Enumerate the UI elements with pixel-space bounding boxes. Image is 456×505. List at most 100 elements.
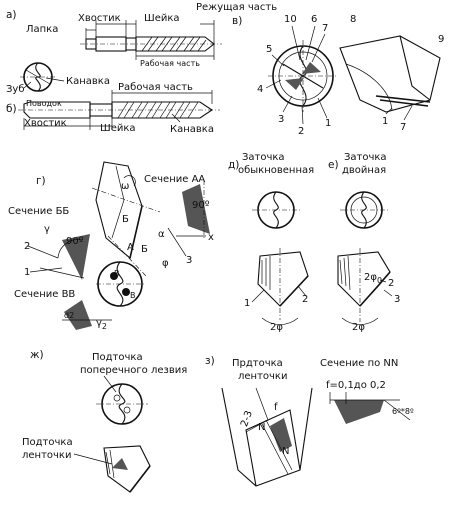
phi-symbol: φ: [162, 258, 169, 269]
gamma2-letter: γ: [96, 318, 102, 329]
lead-label: Поводок: [26, 99, 62, 108]
e-two-phi0: 2φ0: [364, 272, 382, 285]
g-label-2: 2: [24, 241, 30, 252]
land-width-label: f=0,1до 0,2: [326, 380, 386, 391]
v-label-9: 9: [438, 34, 444, 45]
web-thinning-line2: поперечного лезвия: [80, 365, 187, 376]
angle-90-bb: 90º: [66, 236, 84, 247]
panel-e: е) Заточка двойная 2φ0 2 3 2φ: [328, 152, 400, 333]
flute-label: Канавка: [66, 76, 110, 87]
drill-zh-side-view: [103, 445, 151, 493]
gamma2-sub: 2: [102, 322, 107, 331]
v-label-7-top: 7: [322, 23, 328, 34]
clearance-angle-label: 6º*8º: [392, 407, 414, 416]
sharpening-double-line1: Заточка: [344, 152, 387, 163]
drill-e-side-view: [337, 248, 391, 325]
panel-g-tag: г): [36, 175, 46, 187]
d-two-phi: 2φ: [270, 322, 283, 333]
land-dimension: 2-3: [239, 409, 255, 428]
letter-v-bottom: В: [130, 291, 136, 300]
e-two-phi: 2φ: [352, 322, 365, 333]
panel-z: з) Прдточка ленточки Сечение по NN f=0,1…: [205, 355, 414, 487]
cutting-part-text: Режущая часть: [196, 2, 277, 13]
v-label-7-right: 7: [400, 122, 406, 133]
letter-a: А: [127, 242, 134, 253]
n-top-symbol: N: [258, 422, 265, 433]
panel-a: а) Лапка Хвостик Шейка Режущая часть: [6, 2, 277, 108]
sharpening-ordinary-line2: обыкновенная: [238, 165, 314, 176]
panel-d: д) Заточка обыкновенная 1 2 2φ: [228, 152, 314, 333]
drill-d-end-view: [252, 191, 300, 229]
gamma2-symbol: γ2: [96, 318, 107, 331]
panel-b-tag: б): [6, 103, 17, 115]
letter-b-right: Б: [141, 244, 148, 255]
letter-b-left: Б: [122, 214, 129, 225]
drill-d-side-view: [257, 248, 309, 325]
e-label-2: 2: [388, 278, 394, 289]
x-symbol: х: [208, 232, 214, 243]
drill-a-drawing: [80, 20, 222, 60]
section-vv-shape: [62, 300, 112, 330]
drill-b-drawing: [18, 90, 220, 130]
v-label-4: 4: [257, 84, 263, 95]
panel-b: б) Рабочая часть Хвостик Шейка Канавка: [6, 82, 220, 135]
sharpening-ordinary-line1: Заточка: [242, 152, 285, 163]
flute-b-label: Канавка: [170, 124, 214, 135]
shank-label: Хвостик: [78, 13, 121, 24]
v-label-2: 2: [298, 126, 304, 137]
v-label-1-left: 1: [325, 118, 331, 129]
v-label-6: 6: [311, 14, 317, 25]
working-part-label: Рабочая часть: [140, 59, 200, 68]
n-bottom-symbol: N: [282, 446, 289, 457]
section-nn-shape: [329, 392, 411, 424]
omega-symbol: ω: [121, 181, 129, 192]
panel-g: г) Сечение АА: [8, 161, 214, 331]
e-label-3: 3: [394, 294, 400, 305]
panel-z-tag: з): [205, 355, 215, 367]
panel-v-tag: в): [232, 15, 242, 27]
letter-v-top: В: [114, 269, 120, 278]
angle-90-aa: 90º: [192, 200, 210, 211]
working-part-b-label: Рабочая часть: [118, 82, 193, 93]
land-thinning-line1: Подточка: [22, 437, 73, 448]
gamma-symbol: γ: [44, 224, 50, 235]
web-thinning-line1: Подточка: [92, 352, 143, 363]
drill-v-side-view: [339, 35, 441, 113]
f-symbol: f: [274, 402, 278, 413]
v-label-8: 8: [350, 14, 356, 25]
panel-e-tag: е): [328, 159, 339, 171]
e-two-phi0-text: 2φ: [364, 272, 377, 283]
sharpening-double-line2: двойная: [342, 165, 386, 176]
drill-zh-end-view: [96, 383, 148, 425]
v-label-10: 10: [284, 14, 297, 25]
alpha-symbol: α: [158, 229, 165, 240]
drill-g-end-view: [96, 261, 146, 307]
neck-b-label: Шейка: [100, 123, 136, 134]
drill-e-end-view: [340, 191, 388, 229]
v-label-1-right: 1: [382, 116, 388, 127]
panel-a-tag: а): [6, 9, 17, 21]
section-aa-shape: [176, 180, 210, 240]
drill-z-side-view: [221, 387, 313, 487]
v-label-5: 5: [266, 44, 272, 55]
drill-g-side-view: [91, 161, 161, 277]
section-bb-label: Сечение ББ: [8, 206, 69, 217]
land-thinning-z-line1: Прдточка: [232, 358, 283, 369]
tang-label: Лапка: [26, 24, 58, 35]
panel-zh: ж) Подточка поперечного лезвия Подточка …: [22, 349, 187, 493]
cutting-part-label: Режущая часть: [196, 2, 277, 13]
g-label-1: 1: [24, 267, 30, 278]
v-label-3: 3: [278, 114, 284, 125]
panel-zh-tag: ж): [30, 349, 44, 361]
land-thinning-line2: ленточки: [22, 450, 71, 461]
d2-symbol: d2: [64, 311, 74, 320]
d-label-2: 2: [302, 294, 308, 305]
tooth-label: Зуб: [6, 84, 25, 95]
section-nn-label: Сечение по NN: [320, 358, 398, 369]
d-label-1: 1: [244, 298, 250, 309]
panel-v: в) 10 6 7 8 9 5 4 3 2 1 1 7: [232, 14, 444, 137]
g-label-3: 3: [186, 255, 192, 266]
section-vv-label: Сечение ВВ: [14, 289, 75, 300]
